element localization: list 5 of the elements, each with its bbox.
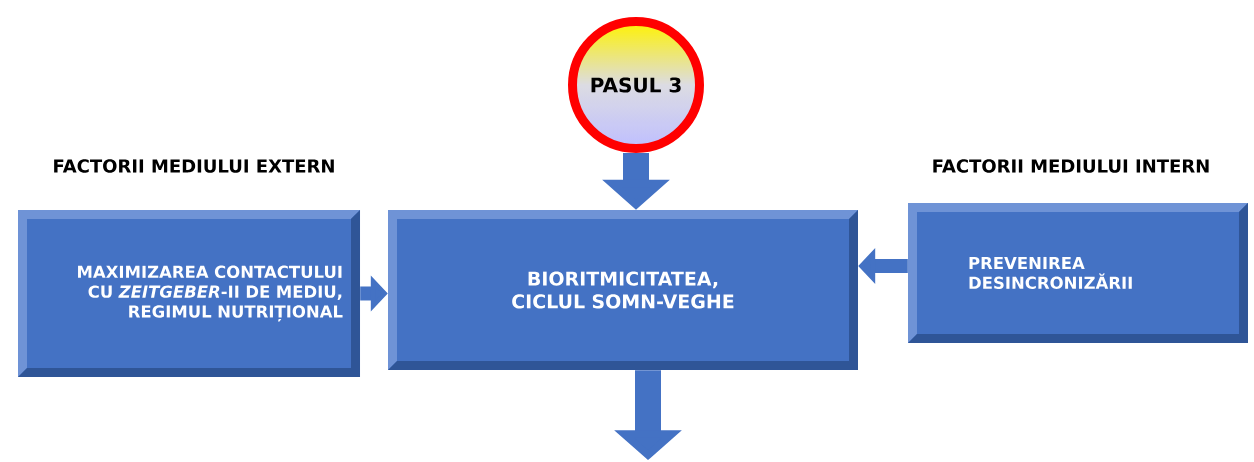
process-box: MAXIMIZAREA CONTACTULUI CU ZEITGEBER-II DE MEDIU, REGIMUL NUTRIȚIONAL [18,210,360,377]
process-box: BIORITMICITATEA, CICLUL SOMN-VEGHE [388,210,858,370]
heading: FACTORII MEDIULUI EXTERN [54,159,334,173]
process-box: PREVENIREA DESINCRONIZĂRII [908,203,1248,343]
heading: FACTORII MEDIULUI INTERN [933,159,1209,173]
